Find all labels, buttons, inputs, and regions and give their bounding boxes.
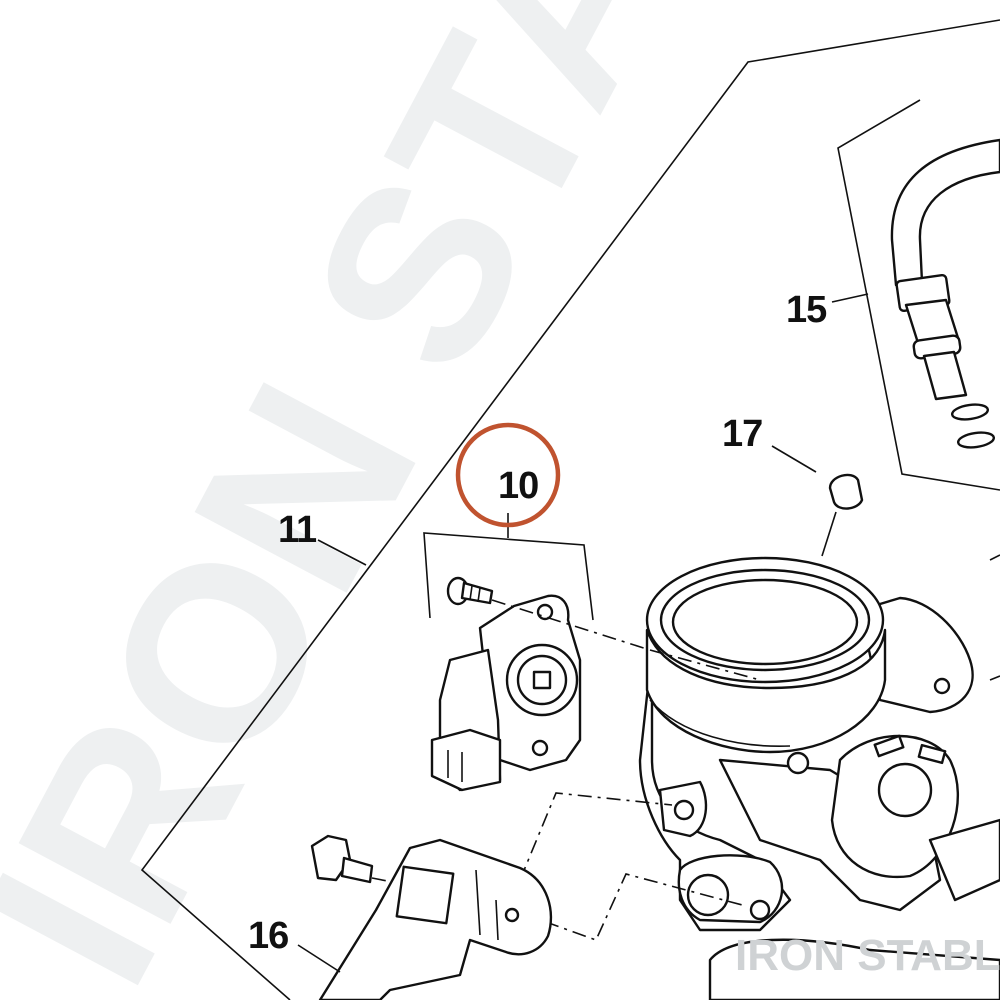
callout-10-highlight-ring bbox=[455, 422, 561, 528]
fuel-hose-group bbox=[831, 99, 1000, 491]
callout-label-17: 17 bbox=[722, 413, 762, 455]
callout-label-11: 11 bbox=[278, 509, 317, 551]
watermark-text: IRON STABLE bbox=[735, 931, 1000, 980]
assembly-boundary-outline bbox=[140, 19, 1000, 1000]
vacuum-cap bbox=[771, 445, 864, 557]
callout-label-10: 10 bbox=[498, 465, 538, 507]
throttle-body bbox=[638, 554, 1000, 1000]
intake-air-sensor bbox=[297, 834, 553, 1000]
leader-line-11 bbox=[317, 539, 367, 566]
callout-label-16: 16 bbox=[248, 915, 288, 957]
callout-label-15: 15 bbox=[786, 289, 827, 331]
throttle-position-sensor-group bbox=[423, 513, 651, 792]
